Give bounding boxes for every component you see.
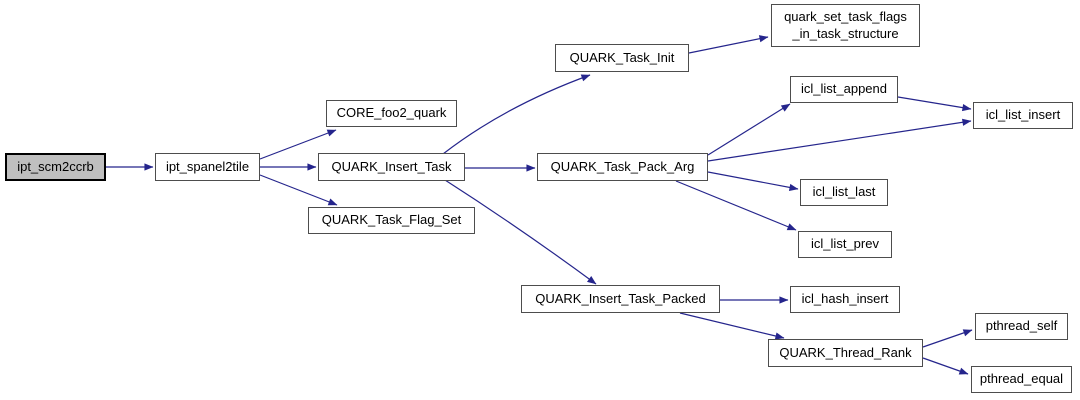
node-ipt_scm2ccrb: ipt_scm2ccrb — [5, 153, 106, 181]
edge-ipt_spanel2tile-to-CORE_foo2_quark — [259, 129, 337, 160]
edge-QUARK_Task_Pack_Arg-to-icl_list_last — [707, 171, 799, 191]
node-QUARK_Insert_Task_Packed[interactable]: QUARK_Insert_Task_Packed — [521, 285, 720, 313]
edge-QUARK_Insert_Task-to-QUARK_Task_Init — [442, 74, 591, 155]
node-icl_list_prev[interactable]: icl_list_prev — [798, 231, 892, 258]
node-icl_hash_insert[interactable]: icl_hash_insert — [790, 286, 900, 313]
node-icl_list_last[interactable]: icl_list_last — [800, 179, 888, 206]
node-icl_list_insert[interactable]: icl_list_insert — [973, 102, 1073, 129]
edge-QUARK_Thread_Rank-to-pthread_self — [922, 329, 973, 348]
edge-icl_list_append-to-icl_list_insert — [897, 96, 972, 112]
node-icl_list_append[interactable]: icl_list_append — [790, 76, 898, 103]
node-pthread_self[interactable]: pthread_self — [975, 313, 1068, 340]
edge-QUARK_Task_Pack_Arg-to-icl_list_insert — [707, 118, 972, 162]
edge-QUARK_Task_Init-to-quark_set_task_flags_in_task_structure — [688, 35, 769, 54]
node-QUARK_Task_Flag_Set[interactable]: QUARK_Task_Flag_Set — [308, 207, 475, 234]
node-pthread_equal[interactable]: pthread_equal — [971, 366, 1072, 393]
node-QUARK_Thread_Rank[interactable]: QUARK_Thread_Rank — [768, 339, 923, 367]
edge-QUARK_Task_Pack_Arg-to-icl_list_append — [707, 103, 791, 156]
node-ipt_spanel2tile[interactable]: ipt_spanel2tile — [155, 153, 260, 181]
edge-ipt_spanel2tile-to-QUARK_Task_Flag_Set — [259, 174, 338, 206]
edge-QUARK_Insert_Task_Packed-to-QUARK_Thread_Rank — [679, 312, 785, 340]
node-CORE_foo2_quark[interactable]: CORE_foo2_quark — [326, 100, 457, 127]
node-QUARK_Task_Init[interactable]: QUARK_Task_Init — [555, 44, 689, 72]
edge-QUARK_Insert_Task-to-QUARK_Insert_Task_Packed — [444, 179, 597, 285]
node-quark_set_task_flags_in_task_structure[interactable]: quark_set_task_flags _in_task_structure — [771, 4, 920, 47]
edge-QUARK_Task_Pack_Arg-to-icl_list_prev — [675, 180, 797, 231]
node-QUARK_Task_Pack_Arg[interactable]: QUARK_Task_Pack_Arg — [537, 153, 708, 181]
node-QUARK_Insert_Task[interactable]: QUARK_Insert_Task — [318, 153, 465, 181]
edge-QUARK_Thread_Rank-to-pthread_equal — [922, 357, 969, 375]
